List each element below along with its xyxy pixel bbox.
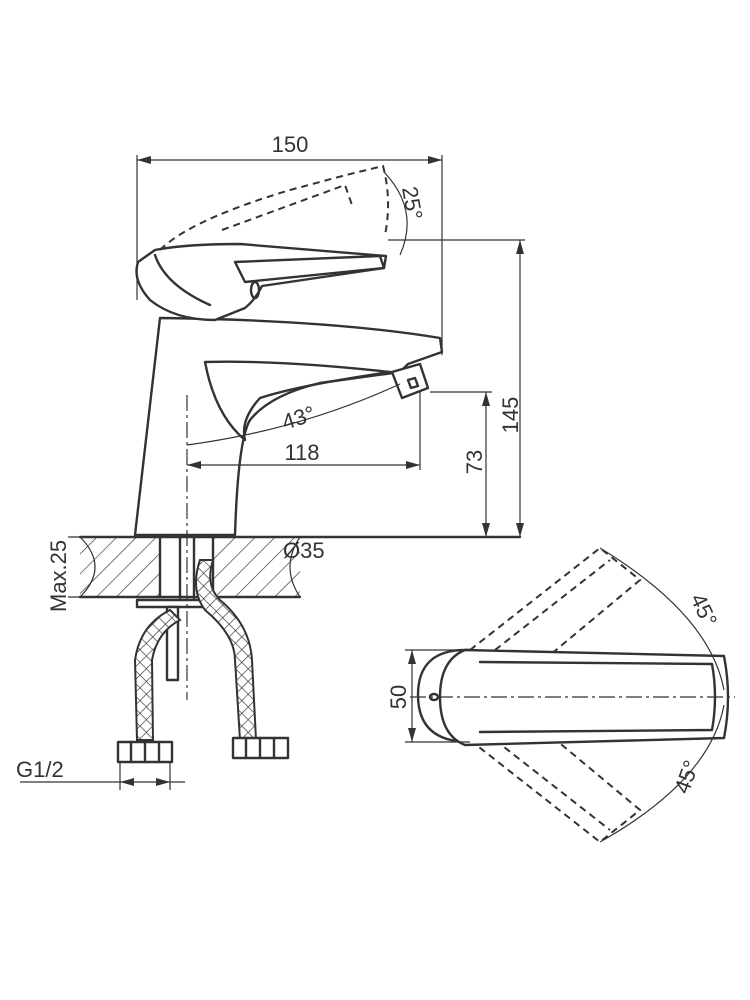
lever-raised-outline	[159, 164, 390, 251]
faucet-body	[133, 316, 444, 537]
deck-thickness-label: Max.25	[46, 540, 71, 612]
hole-diameter-label: Ø35	[283, 538, 325, 563]
lever-rotated-outline	[469, 546, 642, 844]
rotation-angle-top-label: 45°	[685, 590, 722, 631]
tilt-angle-label: 25°	[397, 185, 427, 222]
thread-label: G1/2	[16, 757, 64, 782]
dimension-thread	[20, 762, 185, 790]
dimension-spout-angle	[186, 383, 401, 446]
dimension-rotation	[599, 547, 725, 843]
countertop-section	[78, 535, 522, 599]
supply-hoses	[116, 395, 290, 764]
dimension-deck-thickness	[68, 536, 80, 598]
dimension-spout-reach	[187, 392, 421, 470]
spout-reach-label: 118	[284, 440, 319, 465]
height-label: 145	[498, 397, 523, 434]
dimension-height	[388, 239, 525, 537]
dimension-width	[136, 155, 443, 355]
dimension-tilt-angle	[383, 171, 408, 256]
top-width-label: 50	[386, 685, 411, 709]
lever	[135, 242, 388, 322]
dimension-spout-height	[430, 391, 492, 537]
rotation-angle-bottom-label: 45°	[669, 757, 704, 797]
spout-angle-label: 43°	[279, 401, 318, 435]
spout-height-label: 73	[462, 450, 487, 474]
top-view: 50 45° 45°	[386, 546, 735, 844]
side-view: 150 25° 145 73 118 43°	[16, 132, 525, 790]
dimension-top-width	[405, 649, 470, 743]
width-label: 150	[272, 132, 309, 157]
